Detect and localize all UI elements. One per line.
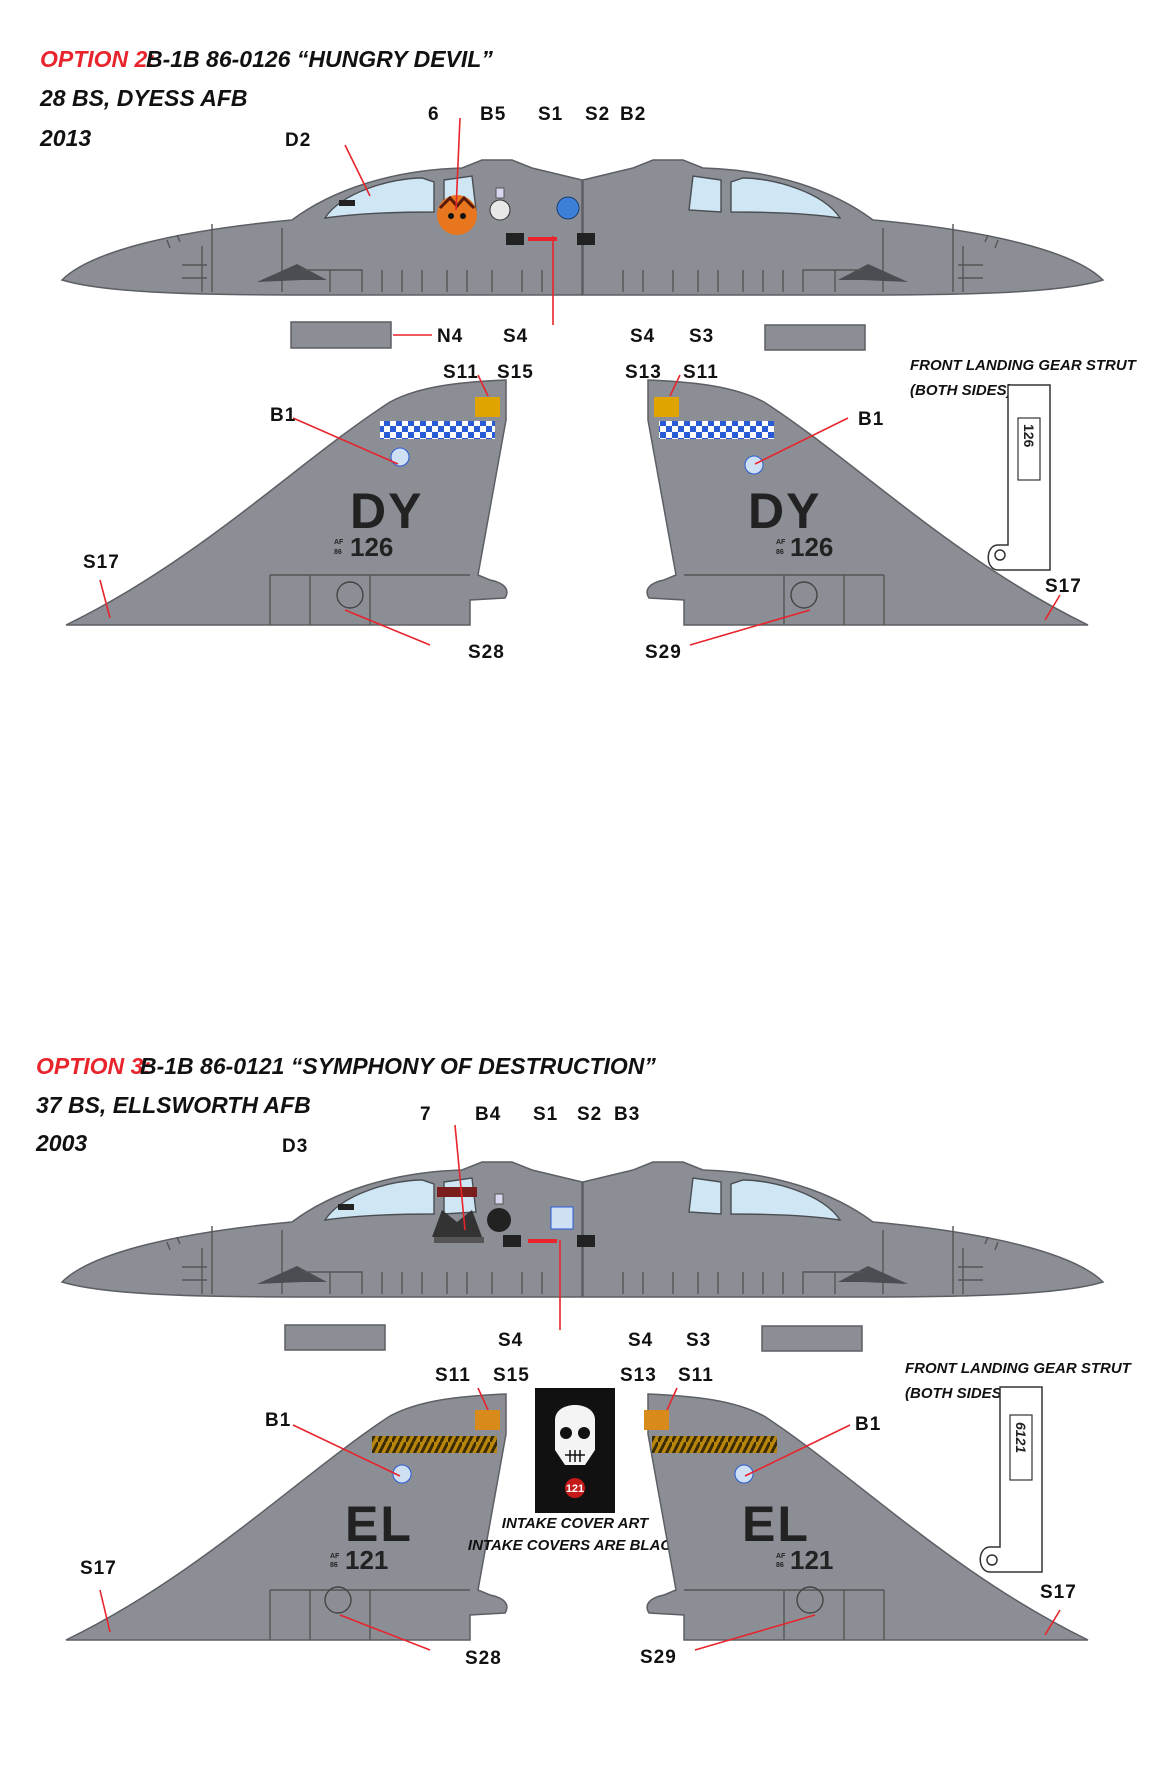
option2-tail-year-right: 86 <box>776 549 784 556</box>
option3-blank-panel-right <box>761 1325 863 1352</box>
option3-nose-left <box>61 1161 583 1298</box>
option2-decal-n4-panel <box>290 321 392 349</box>
option2-strut-outline <box>987 384 1051 571</box>
option3-callout-b4: B4 <box>475 1104 501 1125</box>
option2-label: OPTION 2: <box>40 46 155 72</box>
option3-decal-b3 <box>550 1206 574 1230</box>
option3-callout-s11b: S11 <box>678 1365 714 1386</box>
option3-tail-serial-left: 121 <box>345 1545 388 1575</box>
option3-tail-right: EL AF 86 121 <box>644 1393 1089 1641</box>
option3-decal-b4 <box>487 1208 511 1232</box>
option2-tail-serial-right: 126 <box>790 532 833 562</box>
option2-decal-b2 <box>556 196 580 220</box>
option2-strut-note-2: (BOTH SIDES) <box>910 382 1012 399</box>
option3-callout-s17b: S17 <box>1040 1582 1077 1603</box>
option3-tail-left: EL AF 86 121 <box>65 1393 508 1641</box>
option2-tail-year-left: 86 <box>334 549 342 556</box>
option2-strut-number: 126 <box>1021 424 1037 448</box>
option3-callout-s4b: S4 <box>628 1330 653 1351</box>
option2-callout-s11a: S11 <box>443 362 479 383</box>
option3-callout-s17a: S17 <box>80 1558 117 1579</box>
option2-nose-left <box>61 159 583 296</box>
option2-callout-s17a: S17 <box>83 552 120 573</box>
option3-tail-code-left: EL <box>345 1496 413 1552</box>
option3-callout-s15: S15 <box>493 1365 530 1386</box>
option2-callout-s4b: S4 <box>630 326 655 347</box>
option3-tail-serial-right: 121 <box>790 1545 833 1575</box>
option3-callout-s3: S3 <box>686 1330 711 1351</box>
option2-callout-s15: S15 <box>497 362 534 383</box>
option2-section: OPTION 2: B-1B 86-0126 “HUNGRY DEVIL” 28… <box>39 46 1138 663</box>
option3-callout-b3: B3 <box>614 1104 640 1125</box>
option2-tail-serial-left: 126 <box>350 532 393 562</box>
option2-callout-s28: S28 <box>468 642 505 663</box>
option3-intake-number: 121 <box>566 1483 584 1495</box>
option3-tail-af-left: AF <box>330 1553 340 1560</box>
option2-year: 2013 <box>39 125 91 151</box>
option2-callout-s13: S13 <box>625 362 662 383</box>
option3-callout-b1a: B1 <box>265 1410 291 1431</box>
option3-callout-d3: D3 <box>282 1136 308 1157</box>
option3-callout-s2: S2 <box>577 1104 602 1125</box>
option3-callout-s4a: S4 <box>498 1330 523 1351</box>
option3-callout-s11a: S11 <box>435 1365 471 1386</box>
option2-callout-s11b: S11 <box>683 362 719 383</box>
option2-tail-code-left: DY <box>350 483 423 539</box>
option2-decal-d2 <box>339 200 355 206</box>
option3-tail-code-right: EL <box>742 1496 810 1552</box>
option2-callout-s29: S29 <box>645 642 682 663</box>
option3-tail-year-right: 86 <box>776 1562 784 1569</box>
option3-punisher-skull-icon <box>555 1405 595 1465</box>
option3-label: OPTION 3: <box>36 1053 151 1079</box>
option3-year: 2003 <box>35 1130 87 1156</box>
option3-callout-b1b: B1 <box>855 1414 881 1435</box>
option3-title: B-1B 86-0121 “SYMPHONY OF DESTRUCTION” <box>140 1053 656 1079</box>
option3-tail-af-right: AF <box>776 1553 786 1560</box>
option2-title: B-1B 86-0126 “HUNGRY DEVIL” <box>146 46 493 72</box>
option2-tail-right: DY AF 86 126 <box>646 379 1089 626</box>
option2-callout-b2: B2 <box>620 104 646 125</box>
option2-callout-s3: S3 <box>689 326 714 347</box>
option2-tail-left: DY AF 86 126 <box>65 379 508 626</box>
option3-strut-number: 6121 <box>1013 1422 1029 1453</box>
option2-callout-b1a: B1 <box>270 405 296 426</box>
option3-callout-s1: S1 <box>533 1104 558 1125</box>
option3-tail-year-left: 86 <box>330 1562 338 1569</box>
option3-unit: 37 BS, ELLSWORTH AFB <box>36 1092 311 1118</box>
option2-callout-b5: B5 <box>480 104 506 125</box>
option3-nose-art-symphony <box>432 1187 484 1243</box>
option3-intake-note-1: INTAKE COVER ART <box>502 1515 650 1532</box>
option2-nose-right <box>556 159 1104 296</box>
option3-callout-s28: S28 <box>465 1648 502 1669</box>
option3-callout-7: 7 <box>420 1104 432 1125</box>
option2-callout-s4a: S4 <box>503 326 528 347</box>
option3-decal-d3 <box>338 1204 354 1210</box>
option3-strut-note-1: FRONT LANDING GEAR STRUT <box>905 1360 1133 1377</box>
option2-strut-note-1: FRONT LANDING GEAR STRUT <box>910 357 1138 374</box>
option2-callout-s2: S2 <box>585 104 610 125</box>
option3-intake-note-2: INTAKE COVERS ARE BLACK <box>468 1537 683 1554</box>
option2-nose-art-hungry-devil <box>437 195 477 235</box>
option2-callout-6: 6 <box>428 104 440 125</box>
option2-callout-d2: D2 <box>285 130 311 151</box>
option2-tail-code-right: DY <box>748 483 821 539</box>
option3-callout-s13: S13 <box>620 1365 657 1386</box>
option2-callout-b1b: B1 <box>858 409 884 430</box>
option3-strut-note-2: (BOTH SIDES) <box>905 1385 1007 1402</box>
option2-callout-s17b: S17 <box>1045 576 1082 597</box>
option3-callout-s29: S29 <box>640 1647 677 1668</box>
option2-callout-n4: N4 <box>437 326 463 347</box>
option3-nose-right <box>550 1161 1104 1298</box>
option3-section: OPTION 3: B-1B 86-0121 “SYMPHONY OF DEST… <box>35 1053 1133 1669</box>
option3-blank-panel-left <box>284 1324 386 1351</box>
option2-blank-panel <box>764 324 866 351</box>
option2-tail-af-right: AF <box>776 539 786 546</box>
option2-decal-b5 <box>489 199 511 221</box>
option2-callout-s1: S1 <box>538 104 563 125</box>
option2-tail-af-left: AF <box>334 539 344 546</box>
option2-unit: 28 BS, DYESS AFB <box>39 85 247 111</box>
